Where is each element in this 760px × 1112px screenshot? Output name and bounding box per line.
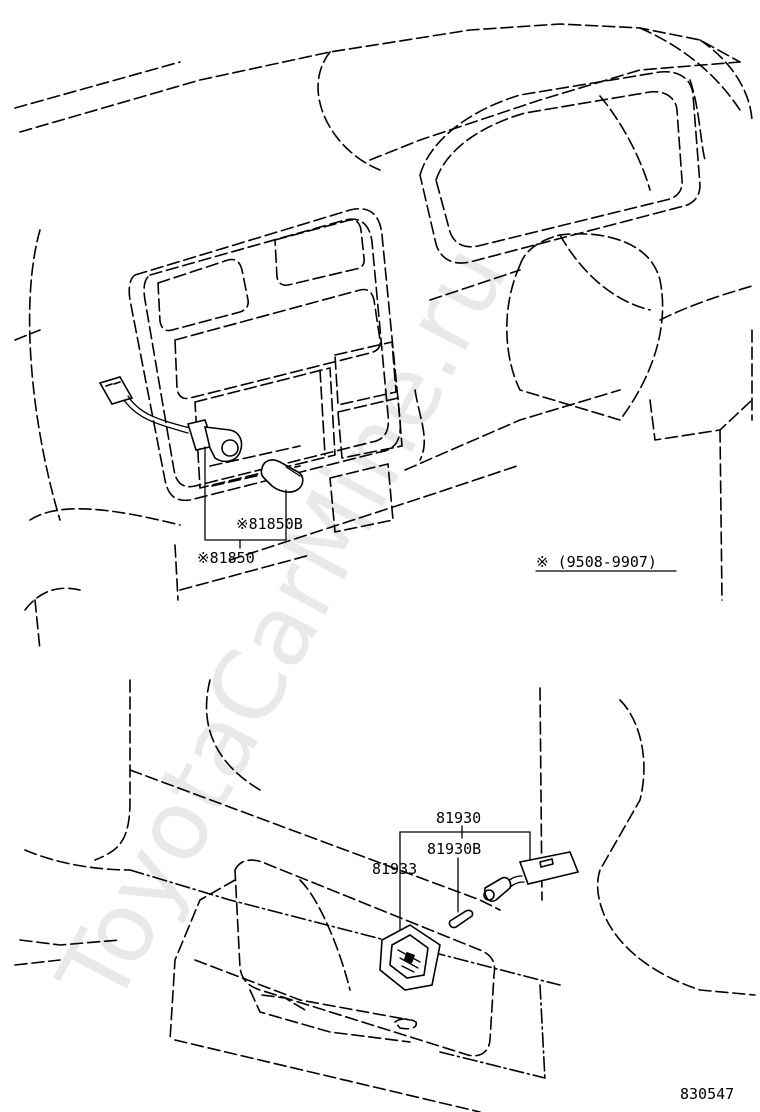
figure-number: 830547 — [680, 1085, 734, 1103]
glovebox-outline — [14, 679, 756, 996]
part-81930-socket-wire — [483, 851, 580, 903]
part-81933-switch — [379, 924, 441, 991]
center-console — [128, 208, 403, 533]
label-81930: 81930 — [436, 809, 481, 827]
instrument-cluster — [419, 70, 706, 264]
dashboard-outline — [14, 23, 753, 651]
leaders-81930 — [399, 825, 531, 931]
part-81850-socket-wire — [98, 376, 243, 463]
label-81850B: ※81850B — [236, 515, 303, 533]
leaders-81850 — [204, 457, 287, 549]
watermark-text: ToyotaCarMine.ru — [36, 228, 529, 1022]
part-81930B-bulb — [448, 909, 474, 929]
part-81850B-bulb — [260, 459, 304, 493]
label-applicability-note: ※ (9508-9907) — [536, 553, 657, 571]
steering-column — [506, 233, 756, 601]
dash-lower-edge — [174, 269, 621, 601]
label-81850: ※81850 — [197, 549, 255, 567]
label-81933: 81933 — [372, 860, 417, 878]
label-81930B: 81930B — [427, 840, 481, 858]
